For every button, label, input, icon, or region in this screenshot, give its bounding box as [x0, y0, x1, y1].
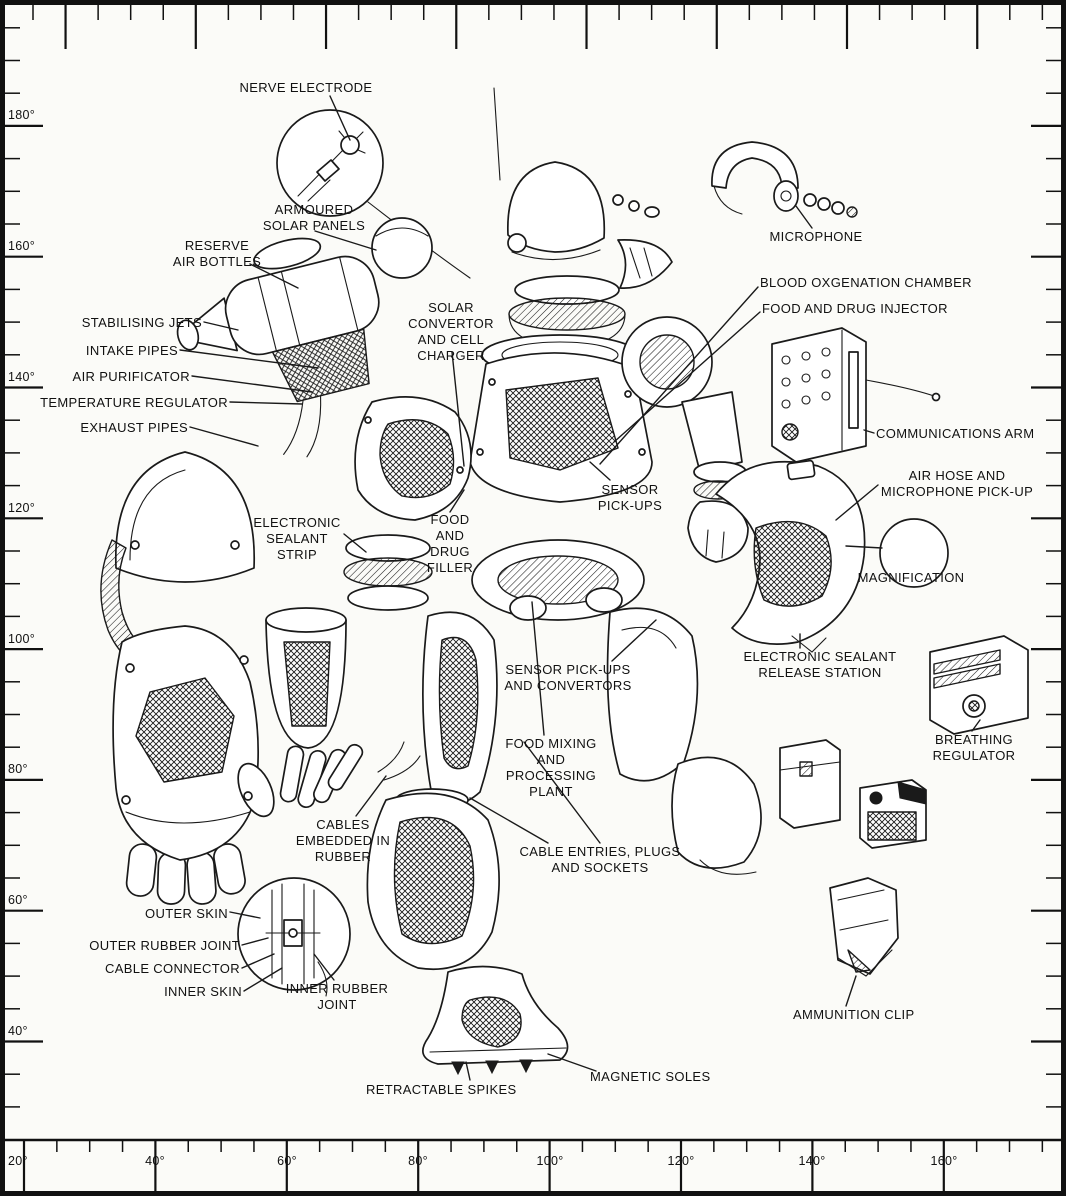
- ruler-bottom-label: 100°: [536, 1154, 564, 1168]
- label-air-purificator: AIR PURIFICATOR: [72, 369, 190, 384]
- ruler-left-label: 100°: [8, 632, 36, 646]
- label-breathing-regulator: BREATHING REGULATOR: [932, 732, 1016, 763]
- left-thigh: [422, 611, 498, 805]
- cuff-rings: [343, 534, 433, 611]
- ruler-left-label: 60°: [8, 893, 28, 907]
- upper-arm-shell: [114, 451, 256, 583]
- label-armoured-solar-panels: ARMOURED SOLAR PANELS: [262, 202, 366, 233]
- ruler-left-label: 160°: [8, 239, 36, 253]
- microphone-device: [711, 141, 858, 218]
- right-shoulder-arm: [621, 316, 749, 563]
- label-exhaust-pipes: EXHAUST PIPES: [80, 420, 188, 435]
- label-intake-pipes: INTAKE PIPES: [85, 343, 178, 358]
- forearm-shell: [354, 396, 472, 521]
- ruler-left-label: 140°: [8, 370, 36, 384]
- label-sensor-convertors: SENSOR PICK-UPS AND CONVERTORS: [504, 662, 632, 693]
- big-glove: [112, 625, 275, 905]
- ruler-left-label: 120°: [8, 501, 36, 515]
- label-magnification: MAGNIFICATION: [857, 570, 965, 585]
- pouch-one: [779, 739, 841, 829]
- label-cable-connector: CABLE CONNECTOR: [104, 961, 240, 976]
- boot-part: [422, 965, 569, 1076]
- magnification-sphere: [879, 518, 949, 588]
- ruler-bottom-label: 20°: [8, 1154, 28, 1168]
- pouch-two: [859, 779, 927, 849]
- label-solar-convertor: SOLAR CONVERTOR AND CELL CHARGER: [408, 300, 494, 363]
- ruler-bottom-label: 140°: [798, 1154, 826, 1168]
- ruler-left-label: 80°: [8, 762, 28, 776]
- label-temperature-regulator: TEMPERATURE REGULATOR: [40, 395, 228, 410]
- elbow-crescent: [715, 459, 866, 653]
- label-sensor-pick-ups: SENSOR PICK-UPS: [597, 482, 663, 513]
- label-inner-rubber-joint: INNER RUBBER JOINT: [285, 981, 389, 1012]
- ruler-bottom-label: 40°: [145, 1154, 165, 1168]
- joint-detail-inset: [237, 877, 351, 997]
- label-sealant-strip: ELECTRONIC SEALANT STRIP: [253, 515, 341, 562]
- ruler-left-label: 40°: [8, 1024, 28, 1038]
- ruler-bottom-label: 60°: [277, 1154, 297, 1168]
- label-reserve-air-bottles: RESERVE AIR BOTTLES: [172, 238, 262, 269]
- breathing-regulator-device: [929, 635, 1029, 735]
- ruler-bottom-label: 160°: [930, 1154, 958, 1168]
- backpack-assembly: [176, 217, 433, 458]
- label-outer-rubber-joint: OUTER RUBBER JOINT: [89, 938, 240, 953]
- label-outer-skin: OUTER SKIN: [145, 906, 228, 921]
- label-retractable-spikes: RETRACTABLE SPIKES: [366, 1082, 517, 1097]
- label-blood-oxgenation: BLOOD OXGENATION CHAMBER: [760, 275, 972, 290]
- ruler-left-label: 180°: [8, 108, 36, 122]
- label-inner-skin: INNER SKIN: [164, 984, 242, 999]
- ruler-bottom-label: 80°: [408, 1154, 428, 1168]
- neck-rings: [508, 275, 626, 349]
- torso-part: [469, 334, 653, 503]
- small-glove: [265, 607, 421, 809]
- right-leg: [606, 607, 762, 875]
- ruler-bottom-label: 120°: [667, 1154, 695, 1168]
- label-sealant-release: ELECTRONIC SEALANT RELEASE STATION: [743, 649, 897, 680]
- pelvis-ring: [471, 539, 645, 621]
- label-food-drug-injector: FOOD AND DRUG INJECTOR: [762, 301, 948, 316]
- communications-arm-device: [771, 327, 941, 463]
- label-cables-embedded: CABLES EMBEDDED IN RUBBER: [295, 817, 391, 864]
- label-food-mixing: FOOD MIXING AND PROCESSING PLANT: [505, 736, 597, 799]
- label-communications-arm: COMMUNICATIONS ARM: [876, 426, 1035, 441]
- leader-lines: [179, 95, 981, 1081]
- label-ammunition-clip: AMMUNITION CLIP: [793, 1007, 915, 1022]
- helmet-part: [493, 87, 673, 289]
- label-air-hose: AIR HOSE AND MICROPHONE PICK-UP: [880, 468, 1034, 499]
- label-food-drug-filler: FOOD AND DRUG FILLER: [426, 512, 474, 575]
- label-microphone: MICROPHONE: [769, 229, 863, 244]
- ammunition-clip-device: [829, 877, 899, 977]
- lower-leg: [366, 788, 500, 970]
- label-nerve-electrode: NERVE ELECTRODE: [239, 80, 373, 95]
- ruler-ticks: [5, 5, 1061, 1194]
- label-stabilising-jets: STABILISING JETS: [81, 315, 202, 330]
- label-magnetic-soles: MAGNETIC SOLES: [590, 1069, 711, 1084]
- label-cable-entries: CABLE ENTRIES, PLUGS AND SOCKETS: [519, 844, 681, 875]
